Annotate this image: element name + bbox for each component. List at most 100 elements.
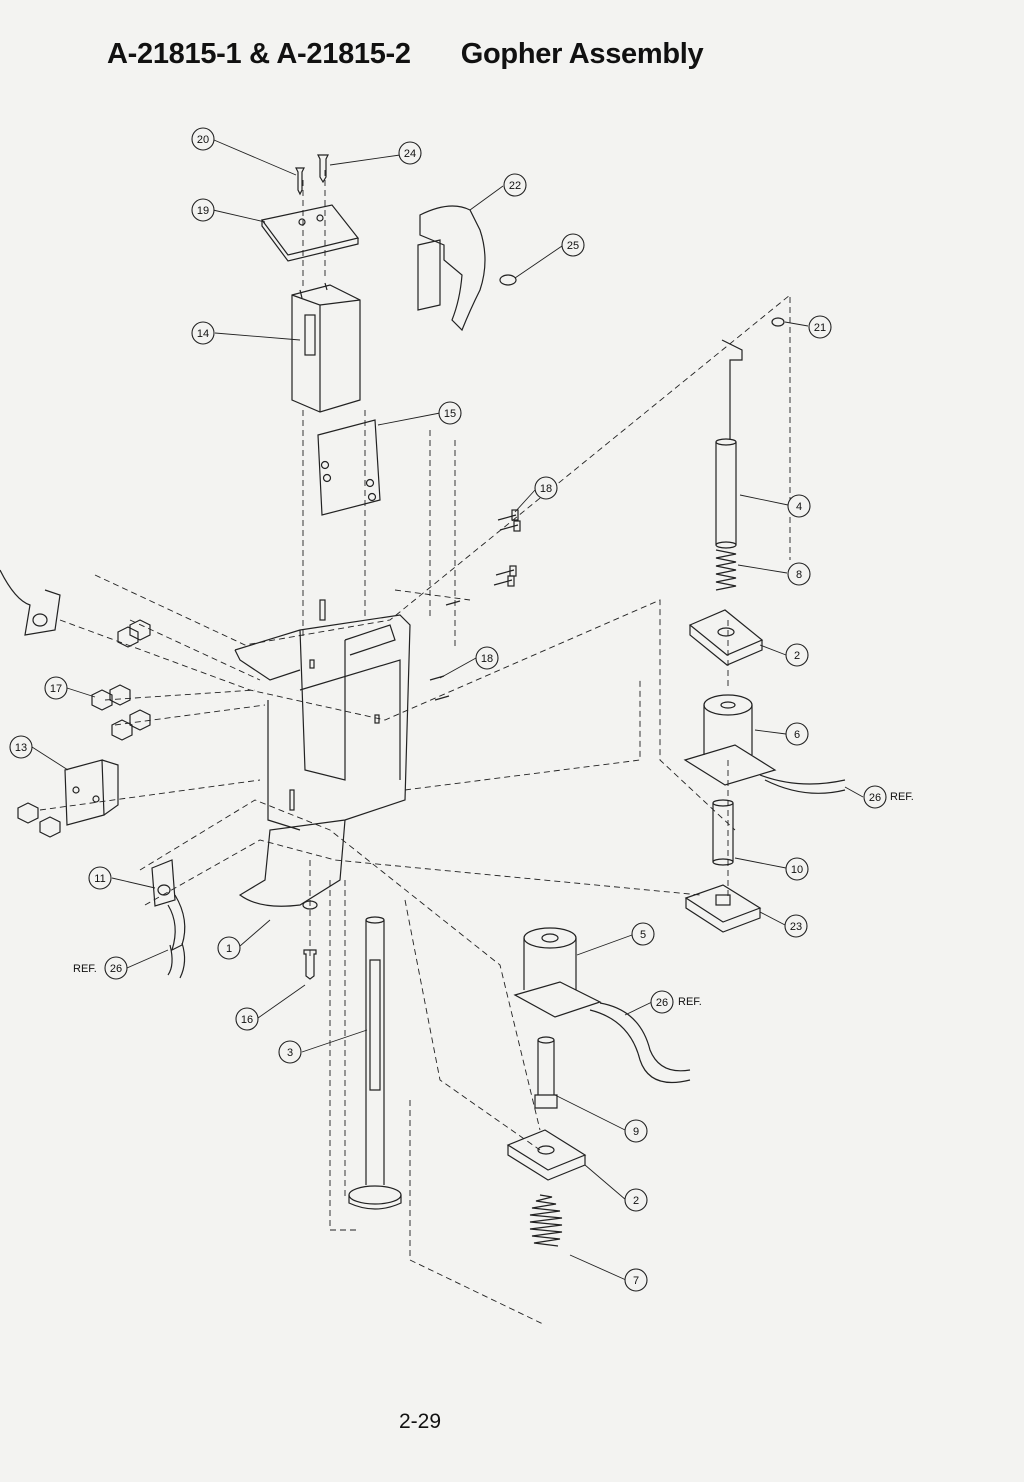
callout-circle <box>534 476 558 500</box>
callout-c17: 17 <box>44 676 68 700</box>
callout-number: 7 <box>633 1275 639 1287</box>
part-22-bracket <box>417 205 486 332</box>
callout-c21: 21 <box>808 315 832 339</box>
callout-c23: 23 <box>784 914 808 938</box>
callout-c14: 14 <box>191 321 215 345</box>
callout-number: 20 <box>197 134 209 146</box>
ref-label-left: REF. <box>73 963 97 975</box>
ref-label-right: REF. <box>890 791 914 803</box>
part-15-bracket <box>317 419 381 516</box>
part-5-coil <box>513 927 691 1084</box>
callout-c2a: 2 <box>785 643 809 667</box>
callout-number: 21 <box>814 322 826 334</box>
callout-circle <box>785 643 809 667</box>
callout-number: 25 <box>567 240 579 252</box>
callout-number: 23 <box>790 921 802 933</box>
page-title: A-21815-1 & A-21815-2 Gopher Assembly <box>107 38 704 71</box>
callout-number: 2 <box>794 650 800 662</box>
page-number: 2-29 <box>399 1410 442 1433</box>
part-2-bracket-lower <box>506 1129 587 1181</box>
callout-c18b: 18 <box>475 646 499 670</box>
callout-circle <box>278 1040 302 1064</box>
callout-number: 5 <box>640 929 646 941</box>
callout-c3: 3 <box>278 1040 302 1064</box>
callout-c16: 16 <box>235 1007 259 1031</box>
callout-number: 2 <box>633 1195 639 1207</box>
callout-number: 14 <box>197 328 209 340</box>
callout-number: 24 <box>404 148 416 160</box>
callout-circle <box>9 735 33 759</box>
part-24-screw <box>317 154 329 184</box>
callout-number: 17 <box>50 683 62 695</box>
callout-circle <box>44 676 68 700</box>
title-part-number: A-21815-1 & A-21815-2 <box>107 38 411 70</box>
title-assembly-name: Gopher Assembly <box>460 38 704 70</box>
callout-c18a: 18 <box>534 476 558 500</box>
callout-number: 18 <box>481 653 493 665</box>
callout-circle <box>785 722 809 746</box>
callout-c25: 25 <box>561 233 585 257</box>
part-17-nuts <box>17 619 151 838</box>
callout-c20: 20 <box>191 127 215 151</box>
callout-circle <box>624 1188 648 1212</box>
part-2-bracket-upper <box>688 609 764 666</box>
callout-c7: 7 <box>624 1268 648 1292</box>
callout-c19: 19 <box>191 198 215 222</box>
callout-number: 18 <box>540 483 552 495</box>
callout-circle <box>191 127 215 151</box>
part-16-screw <box>303 949 317 980</box>
part-8-spring <box>715 549 737 591</box>
callout-circle <box>398 141 422 165</box>
callout-circle <box>217 936 241 960</box>
callout-number: 10 <box>791 864 803 876</box>
part-12-switch <box>0 569 61 636</box>
callout-c4: 4 <box>787 494 811 518</box>
callout-c26c: 26 <box>104 956 128 980</box>
callout-number: 6 <box>794 729 800 741</box>
callout-circle <box>784 914 808 938</box>
callout-c11: 11 <box>88 866 112 890</box>
callout-c1: 1 <box>217 936 241 960</box>
callout-number: 26 <box>869 792 881 804</box>
part-14-block <box>291 282 361 413</box>
part-6-coil <box>683 694 846 794</box>
callout-number: 4 <box>796 501 802 513</box>
part-11-switch <box>151 859 186 952</box>
callout-c5: 5 <box>631 922 655 946</box>
part-3-shaft <box>348 916 402 1210</box>
part-25-nut <box>499 274 517 286</box>
callout-circle <box>650 990 674 1014</box>
callout-circle <box>475 646 499 670</box>
callout-c10: 10 <box>785 857 809 881</box>
callout-number: 15 <box>444 408 456 420</box>
callout-circle <box>191 321 215 345</box>
callout-circle <box>808 315 832 339</box>
part-23-bracket <box>684 884 762 933</box>
callout-c26b: 26 <box>650 990 674 1014</box>
part-7-spring <box>529 1194 563 1247</box>
callout-circle <box>191 198 215 222</box>
callout-number: 1 <box>226 943 232 955</box>
part-20-screw <box>295 167 305 196</box>
callout-number: 8 <box>796 569 802 581</box>
callout-circle <box>863 785 887 809</box>
callout-number: 9 <box>633 1126 639 1138</box>
callout-number: 19 <box>197 205 209 217</box>
callout-circle <box>104 956 128 980</box>
callout-circle <box>503 173 527 197</box>
part-4-plunger <box>715 339 743 549</box>
callout-leaders <box>31 139 864 1281</box>
ref-label-middle: REF. <box>678 996 702 1008</box>
part-19-plate <box>260 204 360 262</box>
callout-c24: 24 <box>398 141 422 165</box>
callout-circle <box>561 233 585 257</box>
callout-circle <box>235 1007 259 1031</box>
callout-number: 11 <box>94 873 105 885</box>
callout-c26a: 26 <box>863 785 887 809</box>
part-9-plunger <box>534 1036 558 1109</box>
assembly-guide-lines <box>39 170 791 1326</box>
part-10-sleeve <box>712 799 734 866</box>
callout-c9: 9 <box>624 1119 648 1143</box>
